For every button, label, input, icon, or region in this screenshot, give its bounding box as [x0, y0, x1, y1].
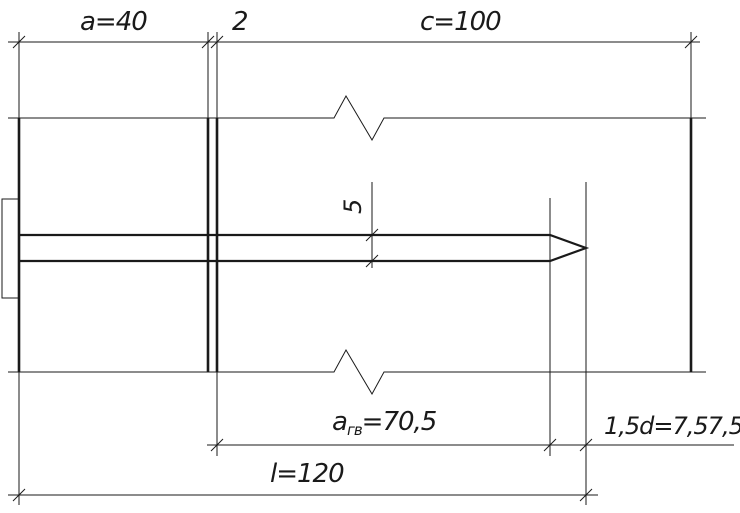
label-gap: 2: [232, 7, 248, 37]
label-tip: 1,5d=7,57,5: [604, 412, 740, 440]
label-agv: aгв=70,5: [332, 407, 437, 439]
label-l: l=120: [270, 459, 344, 489]
nail-shank: [19, 233, 590, 263]
label-a: a=40: [80, 7, 147, 37]
tick-right-top: [684, 35, 698, 49]
tick-diameter-top: [365, 228, 379, 242]
boards: [8, 94, 706, 396]
board-bottom-edge: [8, 348, 706, 396]
tick-agv-right: [579, 438, 593, 452]
board-top-edge: [8, 94, 706, 142]
tick-left-top: [12, 35, 26, 49]
label-agv-main: a: [332, 407, 347, 437]
tick-l-left: [12, 488, 26, 502]
tick-l-right: [579, 488, 593, 502]
nail-head: [1, 198, 20, 299]
label-c: c=100: [420, 7, 501, 37]
tick-b2-top: [210, 35, 224, 49]
label-diameter: 5: [339, 200, 367, 214]
tick-agv-left: [210, 438, 224, 452]
top-dimension: a=40 2 c=100: [8, 7, 700, 128]
diameter-dimension: 5: [339, 182, 379, 268]
tick-b1-top: [201, 35, 215, 49]
label-agv-sub: гв: [347, 421, 363, 439]
tick-agv-mid: [543, 438, 557, 452]
nail: [1, 198, 590, 299]
lower-dimensions: aгв=70,5 1,5d=7,57,5 l=120: [8, 182, 740, 505]
label-agv-value: =70,5: [362, 407, 437, 437]
tick-diameter-bottom: [365, 254, 379, 268]
